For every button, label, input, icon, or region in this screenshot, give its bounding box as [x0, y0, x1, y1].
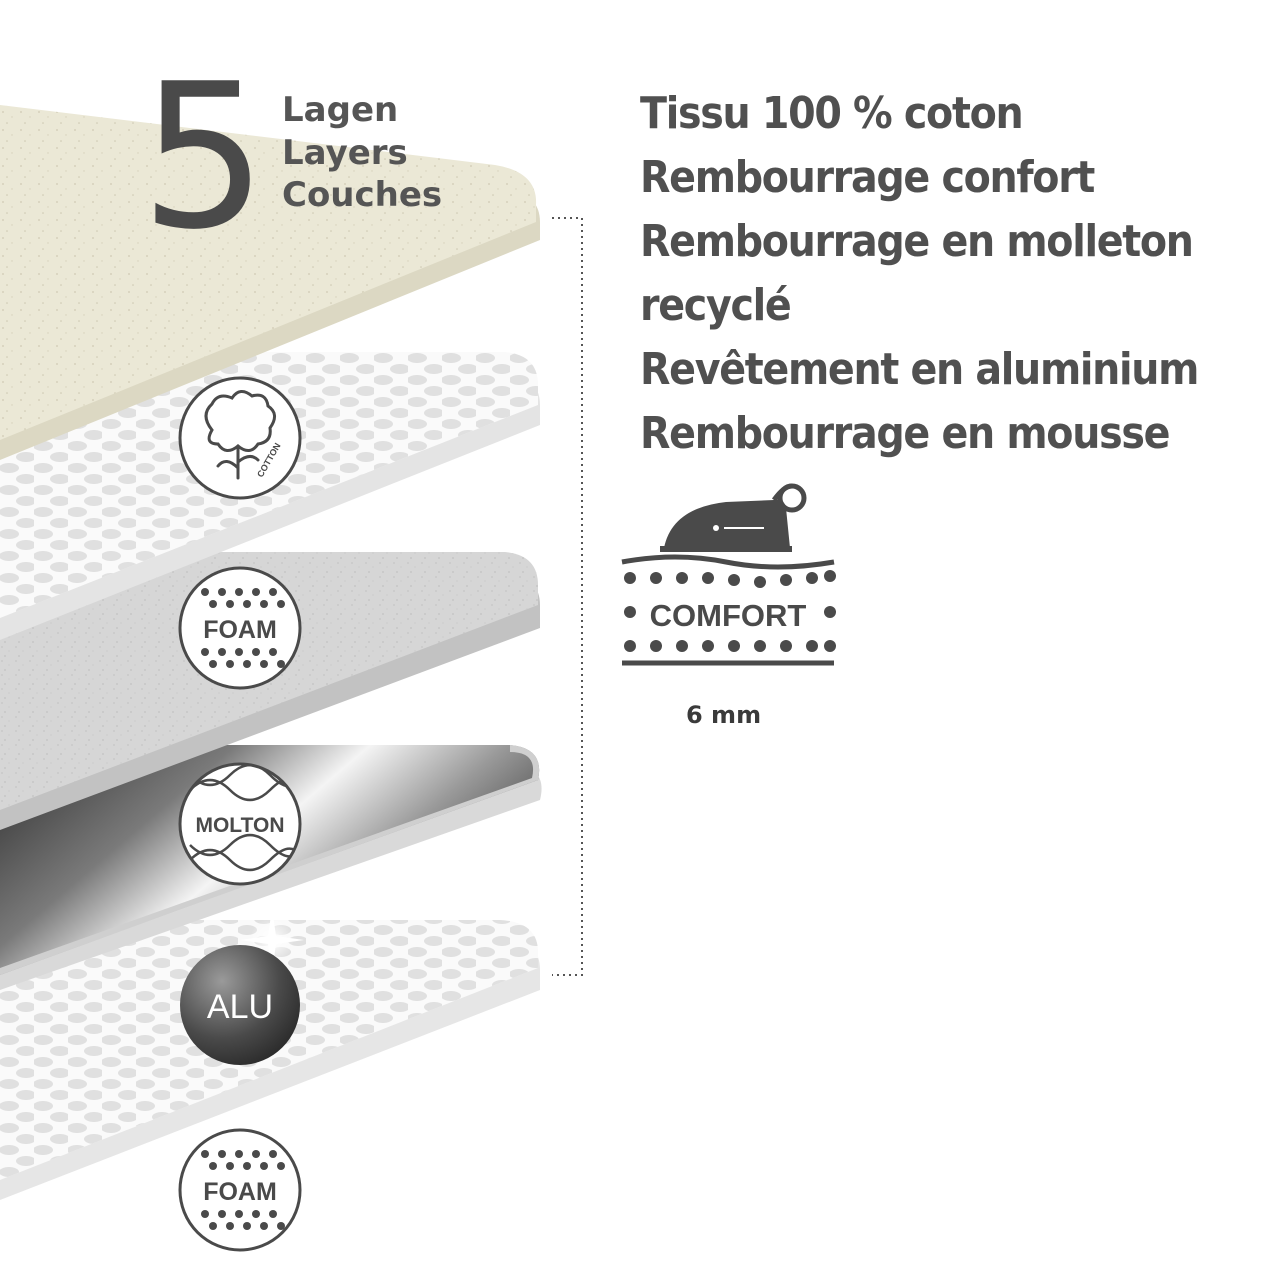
layer-label-en: Layers — [282, 133, 408, 173]
foam-badge-top: FOAM — [178, 566, 302, 690]
foam-badge-top-label: FOAM — [203, 616, 277, 644]
layer-bracket — [552, 217, 583, 976]
comfort-iron-icon: COMFORT — [621, 483, 836, 666]
foam-layer-bottom — [0, 920, 540, 1200]
foam-dots-icon — [201, 588, 285, 668]
layer-label-de: Lagen — [282, 90, 399, 130]
molton-badge: MOLTON — [178, 762, 302, 886]
iron-icon — [660, 483, 807, 552]
feature-item: Rembourrage en mousse — [640, 408, 1171, 459]
layer-label-fr: Couches — [282, 175, 443, 215]
cotton-badge: COTTON — [178, 376, 302, 500]
comfort-mat-icon: COMFORT — [621, 554, 836, 666]
feature-item: Rembourrage en molleton — [640, 216, 1194, 267]
feature-item: recyclé — [640, 280, 792, 331]
alu-badge: ALU — [180, 945, 300, 1065]
feature-item: Revêtement en aluminium — [640, 344, 1199, 395]
feature-item: Rembourrage confort — [640, 152, 1095, 203]
thickness-label: 6 mm — [686, 701, 762, 729]
foam-dots-icon — [201, 1150, 285, 1230]
alu-badge-label: ALU — [207, 988, 273, 1026]
cotton-layer — [0, 105, 540, 460]
feature-item: Tissu 100 % coton — [640, 88, 1024, 139]
feature-list: Tissu 100 % coton Rembourrage confort Re… — [640, 82, 1260, 466]
cotton-plant-icon — [204, 390, 276, 480]
foam-badge-bottom: FOAM — [178, 1128, 302, 1252]
comfort-label: COMFORT — [650, 598, 807, 633]
molton-badge-label: MOLTON — [195, 814, 284, 837]
layer-count-number: 5 — [140, 41, 267, 274]
foam-badge-bottom-label: FOAM — [203, 1178, 277, 1206]
